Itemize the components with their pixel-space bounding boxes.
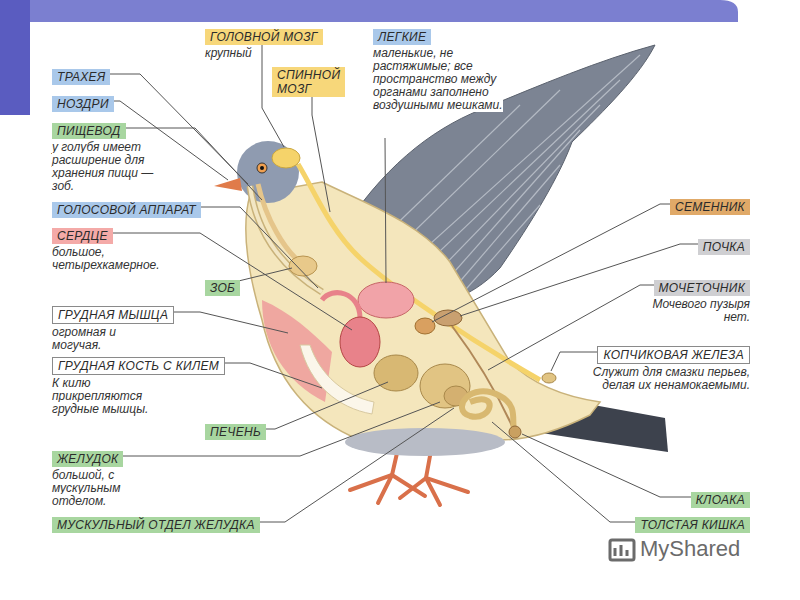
organ-name: КЛОАКА — [691, 492, 750, 508]
slide-band — [30, 22, 34, 115]
lungs — [358, 282, 414, 318]
head — [237, 141, 299, 203]
organ-label: ГРУДНАЯ КОСТЬ С КИЛЕМК килю прикрепляютс… — [52, 356, 225, 416]
organ-label: ТРАХЕЯ — [52, 67, 110, 85]
kidney — [434, 310, 462, 326]
pupil — [260, 166, 264, 170]
leader-line — [385, 138, 386, 283]
organ-note: огромная и могучая. — [52, 325, 116, 352]
organ-label: ГОЛОВНОЙ МОЗГкрупный — [205, 27, 323, 60]
organ-label: ПЕЧЕНЬ — [205, 422, 266, 440]
organ-label: МУСКУЛЬНЫЙ ОТДЕЛ ЖЕЛУДКА — [52, 515, 260, 533]
organ-name: ПИЩЕВОД — [52, 123, 126, 139]
organ-label: МОЧЕТОЧНИКМочевого пузыря нет. — [635, 278, 750, 324]
organ-name: ГОЛОВНОЙ МОЗГ — [205, 29, 323, 45]
organ-name: ТРАХЕЯ — [52, 69, 110, 85]
preen-gland — [542, 373, 556, 383]
organ-label: СЕМЕННИК — [670, 197, 750, 215]
organ-name: ПОЧКА — [698, 239, 750, 255]
cloaca — [509, 426, 521, 438]
organ-label: СЕРДЦЕбольшое, четырехкамерное. — [52, 226, 202, 272]
organ-label: СПИННОЙ МОЗГ — [272, 67, 345, 97]
slide-band — [0, 0, 30, 115]
organ-label: НОЗДРИ — [52, 94, 114, 112]
organ-name: ГОЛОСОВОЙ АППАРАТ — [52, 202, 201, 218]
belly-feathers — [345, 428, 505, 456]
organ-label: КЛОАКА — [691, 490, 750, 508]
organ-label: ПОЧКА — [698, 237, 750, 255]
organ-note: маленькие, не растяжимые; все пространст… — [373, 46, 503, 112]
organ-name: СЕМЕННИК — [670, 199, 750, 215]
organ-label: КОПЧИКОВАЯ ЖЕЛЕЗАСлужит для смазки перье… — [575, 345, 750, 392]
organ-name: СЕРДЦЕ — [52, 228, 113, 244]
organ-label: ЖЕЛУДОКбольшой, с мускульным отделом. — [52, 449, 157, 508]
leader-line — [240, 382, 388, 429]
organ-name: МУСКУЛЬНЫЙ ОТДЕЛ ЖЕЛУДКА — [52, 517, 260, 533]
organ-name: НОЗДРИ — [52, 96, 114, 112]
leader-line — [522, 434, 710, 497]
esophagus — [258, 184, 300, 262]
body — [246, 182, 600, 440]
organ-name: ЛЕГКИЕ — [373, 29, 431, 45]
organ-note: Служит для смазки перьев, делая их ненам… — [593, 365, 750, 392]
organ-name: ГРУДНАЯ КОСТЬ С КИЛЕМ — [52, 357, 225, 375]
brain — [272, 148, 300, 168]
organ-note: большое, четырехкамерное. — [52, 245, 160, 272]
organ-label: ЗОБ — [205, 278, 240, 296]
organ-note: крупный — [205, 46, 252, 60]
spinal-cord — [298, 164, 540, 380]
watermark: MyShared — [640, 536, 740, 562]
organ-name: ТОЛСТАЯ КИШКА — [635, 517, 750, 533]
organ-note: К килю прикрепляются грудные мышцы. — [52, 376, 148, 416]
organ-label: ТОЛСТАЯ КИШКА — [635, 515, 750, 533]
organ-name: ПЕЧЕНЬ — [205, 424, 266, 440]
organ-note: большой, с мускульным отделом. — [52, 468, 120, 508]
organ-name: ГРУДНАЯ МЫШЦА — [52, 306, 174, 324]
organ-name: МОЧЕТОЧНИК — [654, 280, 750, 296]
watermark-icon — [610, 540, 634, 560]
organ-name: ЖЕЛУДОК — [52, 451, 123, 467]
organ-name: ЗОБ — [205, 280, 240, 296]
intestine — [462, 391, 515, 432]
organ-label: ЛЕГКИЕмаленькие, не растяжимые; все прос… — [373, 27, 503, 112]
organ-note: у голубя имеет расширение для хранения п… — [52, 140, 153, 193]
organ-name: КОПЧИКОВАЯ ЖЕЛЕЗА — [597, 346, 750, 364]
testis — [415, 318, 435, 334]
slide-band — [30, 0, 738, 22]
organ-label: ПИЩЕВОДу голубя имеет расширение для хра… — [52, 121, 167, 193]
eye — [257, 163, 267, 173]
heart — [340, 317, 380, 367]
organ-label: ГРУДНАЯ МЫШЦАогромная и могучая. — [52, 305, 174, 352]
organ-note: Мочевого пузыря нет. — [653, 297, 750, 324]
leader-line — [150, 207, 318, 288]
leader-line — [312, 90, 330, 212]
organ-name: СПИННОЙ МОЗГ — [272, 67, 345, 97]
leader-line — [492, 422, 690, 522]
organ-label: ГОЛОСОВОЙ АППАРАТ — [52, 200, 201, 218]
